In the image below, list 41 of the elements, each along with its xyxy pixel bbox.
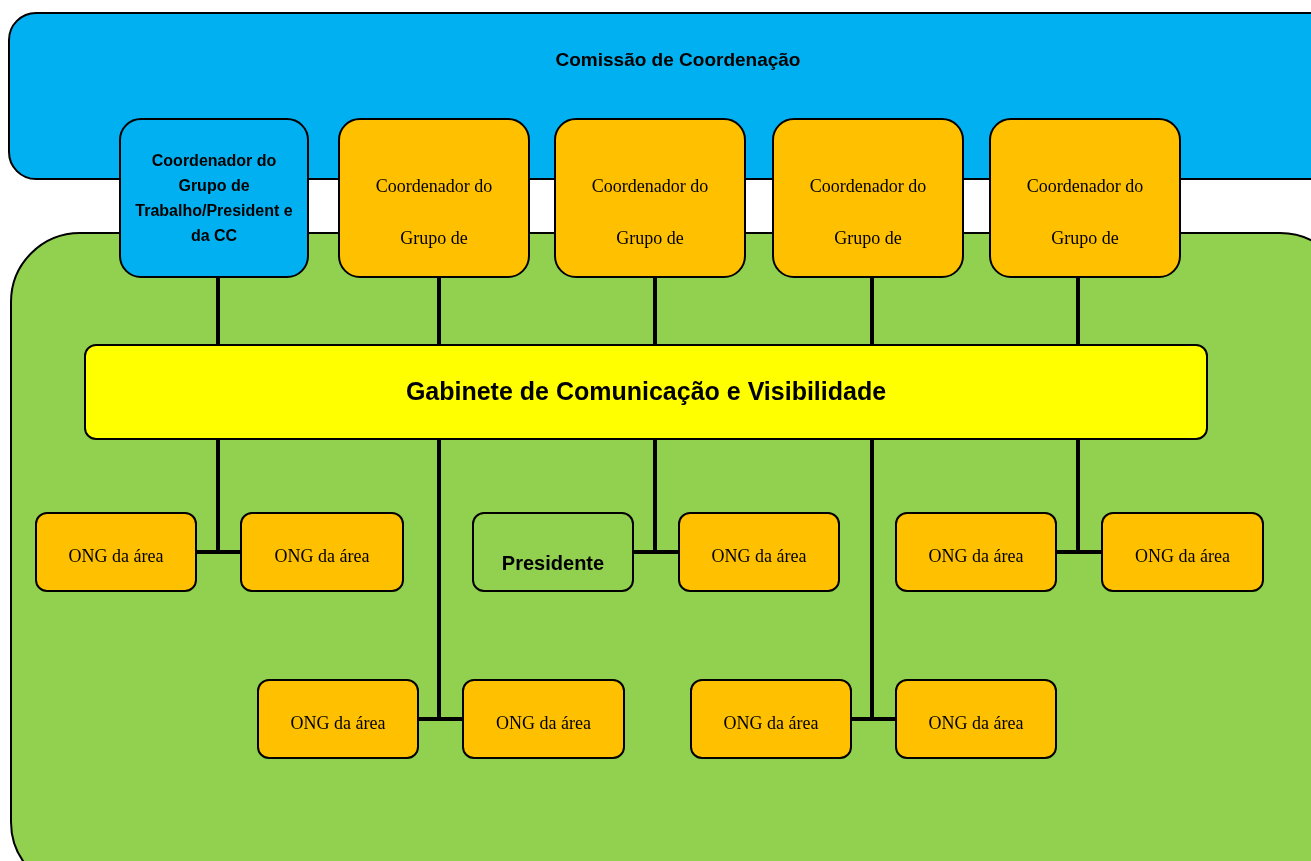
box-label: ONG da área xyxy=(1135,544,1230,568)
box-label: ONG da área xyxy=(290,711,386,735)
connector-line xyxy=(437,278,441,344)
ngo-box xyxy=(257,679,419,759)
office-box xyxy=(84,344,1208,440)
box-label: ONG da área xyxy=(928,544,1024,568)
coordinator-box xyxy=(338,118,530,278)
box-label: ONG da área xyxy=(496,711,591,735)
ngo-box xyxy=(678,512,840,592)
ngo-box xyxy=(690,679,852,759)
coordinator-box xyxy=(554,118,746,278)
ngo-box xyxy=(35,512,197,592)
ngo-box xyxy=(895,512,1057,592)
ngo-box xyxy=(462,679,625,759)
box-label: Comissão de Coordenação xyxy=(555,48,801,72)
connector-line xyxy=(1076,278,1080,344)
box-label: Gabinete de Comunicação e Visibilidade xyxy=(405,376,887,408)
box-label: Coordenador do Grupo de Trabalho/President e da CC xyxy=(134,151,294,246)
ngo-box xyxy=(1101,512,1264,592)
box-label: ONG da área xyxy=(274,544,370,568)
coordinator-box xyxy=(119,118,309,278)
box-label: Coordenador do Grupo de xyxy=(1025,175,1145,250)
coordinator-box xyxy=(772,118,964,278)
connector-line xyxy=(216,278,220,344)
coordinator-box xyxy=(989,118,1181,278)
connector-line xyxy=(870,278,874,344)
box-label: Coordenador do Grupo de xyxy=(374,175,494,250)
president-box xyxy=(472,512,634,592)
connector-line xyxy=(653,440,678,554)
box-label: ONG da área xyxy=(68,544,164,568)
box-label: Presidente xyxy=(501,551,605,576)
box-label: Coordenador do Grupo de xyxy=(808,175,928,250)
connector-line xyxy=(1076,440,1101,554)
ngo-box xyxy=(895,679,1057,759)
ngo-box xyxy=(240,512,404,592)
connector-line xyxy=(216,440,240,554)
box-label: Coordenador do Grupo de xyxy=(590,175,710,250)
box-label: ONG da área xyxy=(928,711,1024,735)
box-label: ONG da área xyxy=(711,544,807,568)
box-label: ONG da área xyxy=(723,711,819,735)
connector-line xyxy=(653,278,657,344)
